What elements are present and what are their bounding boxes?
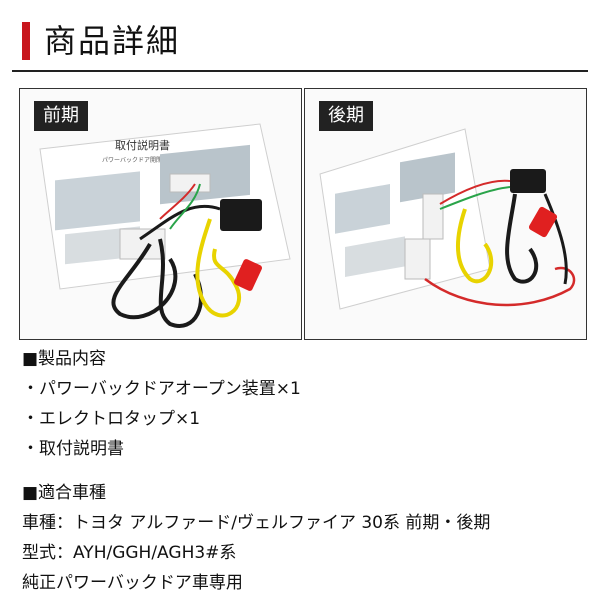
photo-label-early: 前期 [34,101,88,131]
product-specs: ■製品内容 ・パワーバックドアオープン装置×1 ・エレクトロタップ×1 ・取付説… [22,344,582,598]
manual-subtitle: パワーバックドア開閉キット [102,157,180,164]
manual-title: 取付説明書 [115,138,170,152]
late-kit-illustration [319,128,576,310]
page-title: 商品詳細 [44,22,181,60]
electro-tap [234,259,262,291]
control-box [510,169,546,193]
compat-heading: ■適合車種 [22,483,107,503]
control-box [220,199,262,231]
compat-note: 純正パワーバックドア車専用 [22,573,243,593]
product-photo-late: 後期 [304,88,587,340]
accent-bar [22,22,30,60]
contents-heading: ■製品内容 [22,349,107,369]
page-header: 商品詳細 [12,18,588,72]
early-kit-illustration: 取付説明書 パワーバックドア開閉キット [39,123,291,328]
product-photo-early: 前期 取付説明書 パワーバックドア開閉キット [19,88,302,340]
electro-tap [528,206,558,238]
contents-item: ・取付説明書 [22,439,124,459]
compat-vehicle: 車種：トヨタ アルファード/ヴェルファイア 30系 前期・後期 [22,513,491,533]
contents-item: ・パワーバックドアオープン装置×1 [22,379,301,399]
compat-model: 型式：AYH/GGH/AGH3#系 [22,543,237,563]
photo-label-late: 後期 [319,101,373,131]
contents-item: ・エレクトロタップ×1 [22,409,201,429]
